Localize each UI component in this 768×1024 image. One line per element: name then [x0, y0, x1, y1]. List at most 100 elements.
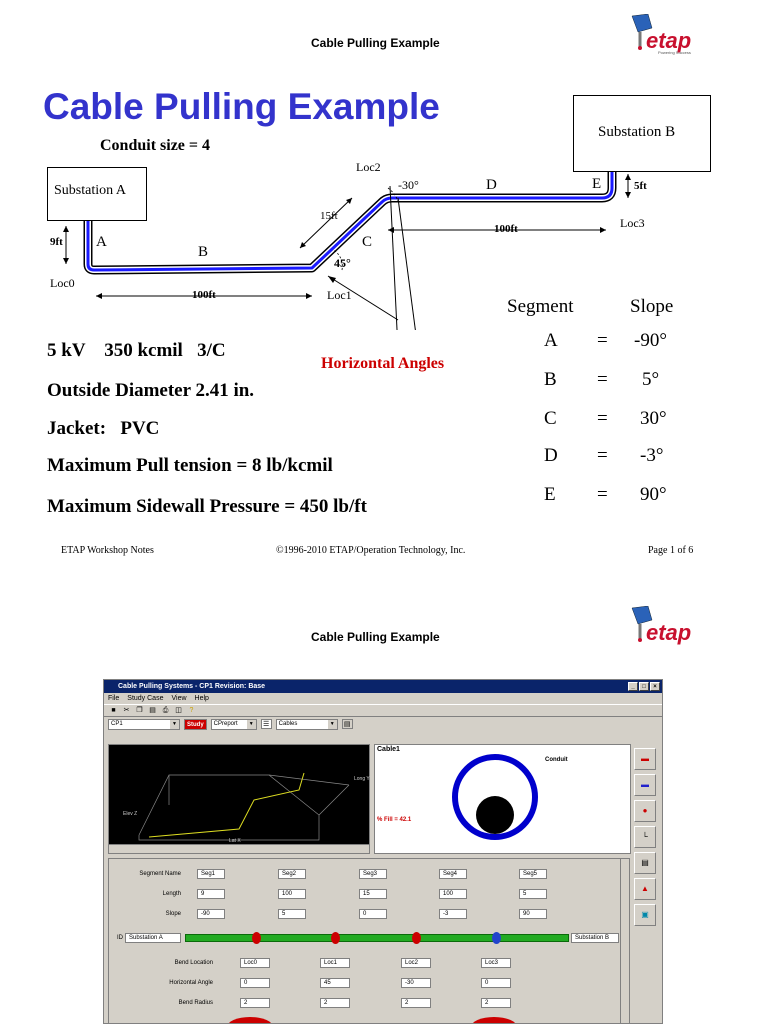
menu-view[interactable]: View: [171, 695, 187, 702]
dim-100ft-b: 100ft: [192, 289, 216, 301]
print-icon[interactable]: ⎙: [162, 706, 169, 714]
id-start-field[interactable]: Substation A: [125, 933, 181, 943]
dim-5ft: 5ft: [634, 180, 647, 192]
bend-location-field[interactable]: Loc3: [481, 958, 511, 968]
bend-radius-field[interactable]: 2: [481, 998, 511, 1008]
study-case-select[interactable]: CP1 ▼: [108, 718, 180, 730]
conduit-label: Conduit: [545, 757, 568, 763]
segment-name-field[interactable]: Seg4: [439, 869, 467, 879]
node-loc0[interactable]: [252, 932, 261, 944]
horizontal-angle-field[interactable]: 0: [481, 978, 511, 988]
segment-length-field[interactable]: 5: [519, 889, 547, 899]
horizontal-angle-field[interactable]: -30: [401, 978, 431, 988]
bend-marker[interactable]: [471, 1017, 517, 1023]
segment-name-field[interactable]: Seg5: [519, 869, 547, 879]
id-end-field[interactable]: Substation B: [571, 933, 619, 943]
horizontal-scrollbar[interactable]: [109, 844, 369, 853]
node-loc2[interactable]: [412, 932, 421, 944]
bend-location-field[interactable]: Loc2: [401, 958, 431, 968]
bend-location-field[interactable]: Loc0: [240, 958, 270, 968]
segment-name-field[interactable]: Seg2: [278, 869, 306, 879]
slope-table-header-slope: Slope: [630, 296, 674, 317]
segment-slope-field[interactable]: 0: [359, 909, 387, 919]
list-icon[interactable]: ▤: [341, 719, 353, 729]
save-icon[interactable]: ■: [111, 706, 116, 714]
chevron-down-icon: ▼: [170, 719, 179, 729]
node-loc1[interactable]: [331, 932, 340, 944]
segment-name-field[interactable]: Seg3: [359, 869, 387, 879]
report-select[interactable]: CPreport ▼: [210, 718, 257, 730]
window-titlebar[interactable]: Cable Pulling Systems - CP1 Revision: Ba…: [104, 680, 662, 693]
help-icon[interactable]: ?: [189, 706, 194, 714]
study-button[interactable]: Study: [184, 718, 207, 730]
close-button[interactable]: ×: [650, 682, 660, 691]
cable-section-pane: Cable1 Conduit % Fill = 42.1: [374, 744, 631, 854]
segment-slope-field[interactable]: 5: [278, 909, 306, 919]
segment-slope-field[interactable]: -90: [197, 909, 225, 919]
etap-logo: etap Powering Success: [624, 14, 696, 60]
vertical-scrollbar[interactable]: [620, 859, 629, 1023]
slope-row-value: -3°: [640, 445, 664, 466]
horizontal-angle-field[interactable]: 0: [240, 978, 270, 988]
preview-icon[interactable]: ◫: [175, 706, 182, 714]
length-label: Length: [162, 891, 181, 897]
slope-row-eq: =: [597, 330, 608, 351]
bend-location-field[interactable]: Loc1: [320, 958, 350, 968]
segment-letter-e: E: [592, 176, 602, 192]
cut-icon[interactable]: ✂: [123, 706, 130, 714]
segment-letter-b: B: [198, 244, 209, 260]
slope-row-eq: =: [597, 369, 608, 390]
plot-tool-icon[interactable]: ▲: [634, 878, 656, 900]
bend-marker[interactable]: [227, 1017, 273, 1023]
cables-select[interactable]: Cables ▼: [275, 718, 338, 730]
footer-left: ETAP Workshop Notes: [61, 545, 154, 556]
report-icon[interactable]: ☰: [260, 719, 272, 729]
segment-name-field[interactable]: Seg1: [197, 869, 225, 879]
conduit-tool-icon[interactable]: ▬: [634, 774, 656, 796]
spec-line-2: Outside Diameter 2.41 in.: [47, 380, 255, 401]
segment-slope-field[interactable]: 90: [519, 909, 547, 919]
segment-letter-c: C: [362, 234, 373, 250]
slope-row-value: 30°: [640, 408, 667, 429]
segment-length-field[interactable]: 100: [278, 889, 306, 899]
node-loc3[interactable]: [492, 932, 501, 944]
menu-study-case[interactable]: Study Case: [127, 695, 164, 702]
menu-file[interactable]: File: [108, 695, 120, 702]
paste-icon[interactable]: ▤: [149, 706, 156, 714]
cable-tool-icon[interactable]: ▬: [634, 748, 656, 770]
segment-length-field[interactable]: 15: [359, 889, 387, 899]
segment-slope-field[interactable]: -3: [439, 909, 467, 919]
segment-length-field[interactable]: 100: [439, 889, 467, 899]
duct-tool-icon[interactable]: ●: [634, 800, 656, 822]
cables-value: Cables: [278, 720, 298, 727]
slope-row-value: -90°: [634, 330, 667, 351]
horizontal-angle-field[interactable]: 45: [320, 978, 350, 988]
display-tool-icon[interactable]: ▣: [634, 904, 656, 926]
report-tool-icon[interactable]: ▤: [634, 852, 656, 874]
menu-help[interactable]: Help: [194, 695, 209, 702]
angle-45: 45°: [334, 256, 351, 270]
bend-tool-icon[interactable]: └: [634, 826, 656, 848]
3d-plot-pane[interactable]: Lat X Long Y Elev Z: [108, 744, 370, 854]
slide-header-title: Cable Pulling Example: [311, 630, 440, 644]
window-title: Cable Pulling Systems - CP1 Revision: Ba…: [118, 683, 266, 690]
spec-line-3: Jacket: PVC: [47, 418, 160, 439]
segment-length-field[interactable]: 9: [197, 889, 225, 899]
bend-radius-field[interactable]: 2: [401, 998, 431, 1008]
bend-radius-label: Bend Radius: [178, 1000, 213, 1006]
bend-radius-field[interactable]: 2: [320, 998, 350, 1008]
report-value: CPreport: [213, 720, 238, 727]
bend-radius-field[interactable]: 2: [240, 998, 270, 1008]
plot-z-axis-label: Elev Z: [123, 811, 137, 817]
copy-icon[interactable]: ❐: [136, 706, 143, 714]
segment-letter-a: A: [96, 234, 107, 250]
loc3-label: Loc3: [620, 216, 645, 230]
bend-location-label: Bend Location: [174, 960, 213, 966]
dim-100ft-d: 100ft: [494, 223, 518, 235]
substation-b-label: Substation B: [598, 124, 676, 140]
minimize-button[interactable]: _: [628, 682, 638, 691]
maximize-button[interactable]: □: [639, 682, 649, 691]
logo-text: etap: [646, 28, 692, 53]
conduit-cross-section: [452, 754, 538, 840]
slope-row-segment: C: [544, 408, 557, 429]
